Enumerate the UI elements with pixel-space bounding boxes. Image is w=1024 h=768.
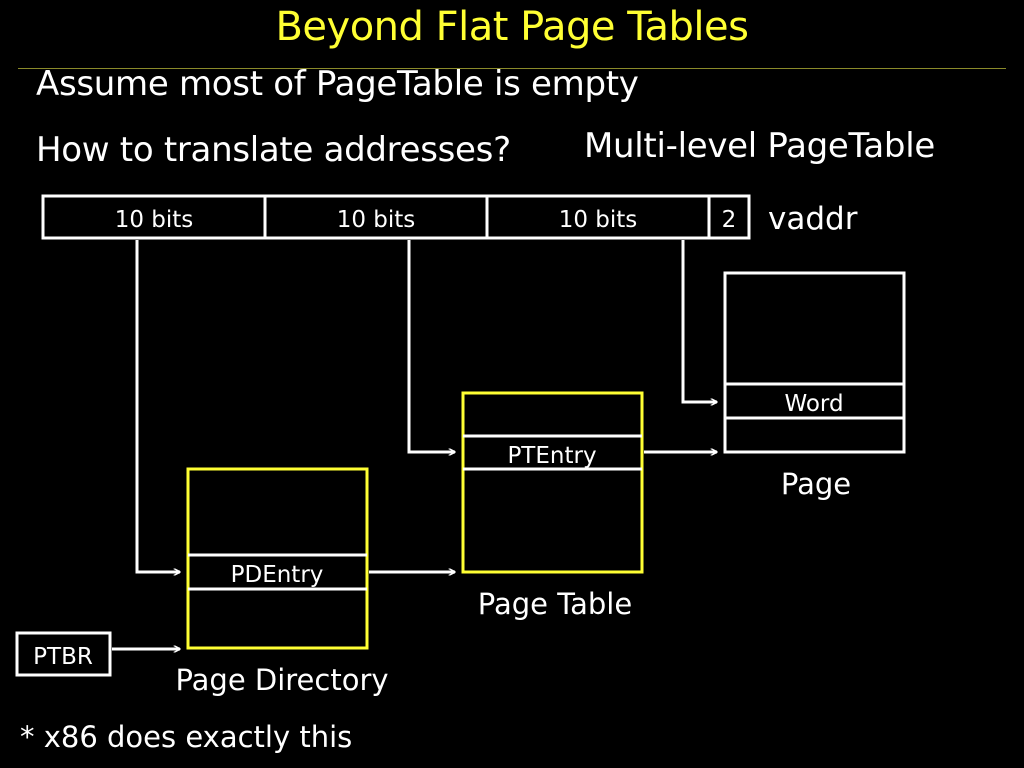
page-directory-box: PDEntry	[186, 467, 369, 650]
vaddr-field-1: 10 bits	[115, 207, 194, 233]
page-directory-outline	[186, 467, 369, 650]
page-box: Word	[723, 271, 906, 454]
pt-entry-label: PTEntry	[507, 443, 596, 469]
bullet-assume: Assume most of PageTable is empty	[36, 64, 639, 104]
page-entry-word: Word	[784, 391, 843, 417]
page-table-box: PTEntry	[461, 391, 644, 574]
ptbr-label: PTBR	[33, 644, 93, 670]
bullet-answer: Multi-level PageTable	[584, 126, 935, 166]
arrow-field1-to-pdentry	[135, 240, 180, 572]
page-outline	[723, 271, 906, 454]
vaddr-outline	[41, 194, 751, 240]
footnote: * x86 does exactly this	[20, 720, 353, 754]
arrow-field3-to-word	[681, 240, 717, 402]
pd-entry-label: PDEntry	[231, 562, 324, 588]
vaddr-label: vaddr	[768, 201, 858, 237]
vaddr-field-3: 10 bits	[559, 207, 638, 233]
vaddr-register: 10 bits 10 bits 10 bits 2	[41, 194, 751, 240]
bullet-how: How to translate addresses?	[36, 130, 511, 170]
page-table-label: Page Table	[478, 587, 632, 621]
title-divider	[18, 68, 1006, 69]
slide-title: Beyond Flat Page Tables	[275, 4, 749, 50]
page-directory-label: Page Directory	[175, 663, 388, 697]
arrow-field2-to-ptentry	[407, 240, 455, 452]
vaddr-field-4: 2	[722, 207, 737, 233]
page-table-outline	[461, 391, 644, 574]
ptbr-register: PTBR	[15, 631, 112, 677]
vaddr-field-2: 10 bits	[337, 207, 416, 233]
page-label: Page	[781, 467, 851, 501]
ptbr-outline	[15, 631, 112, 677]
